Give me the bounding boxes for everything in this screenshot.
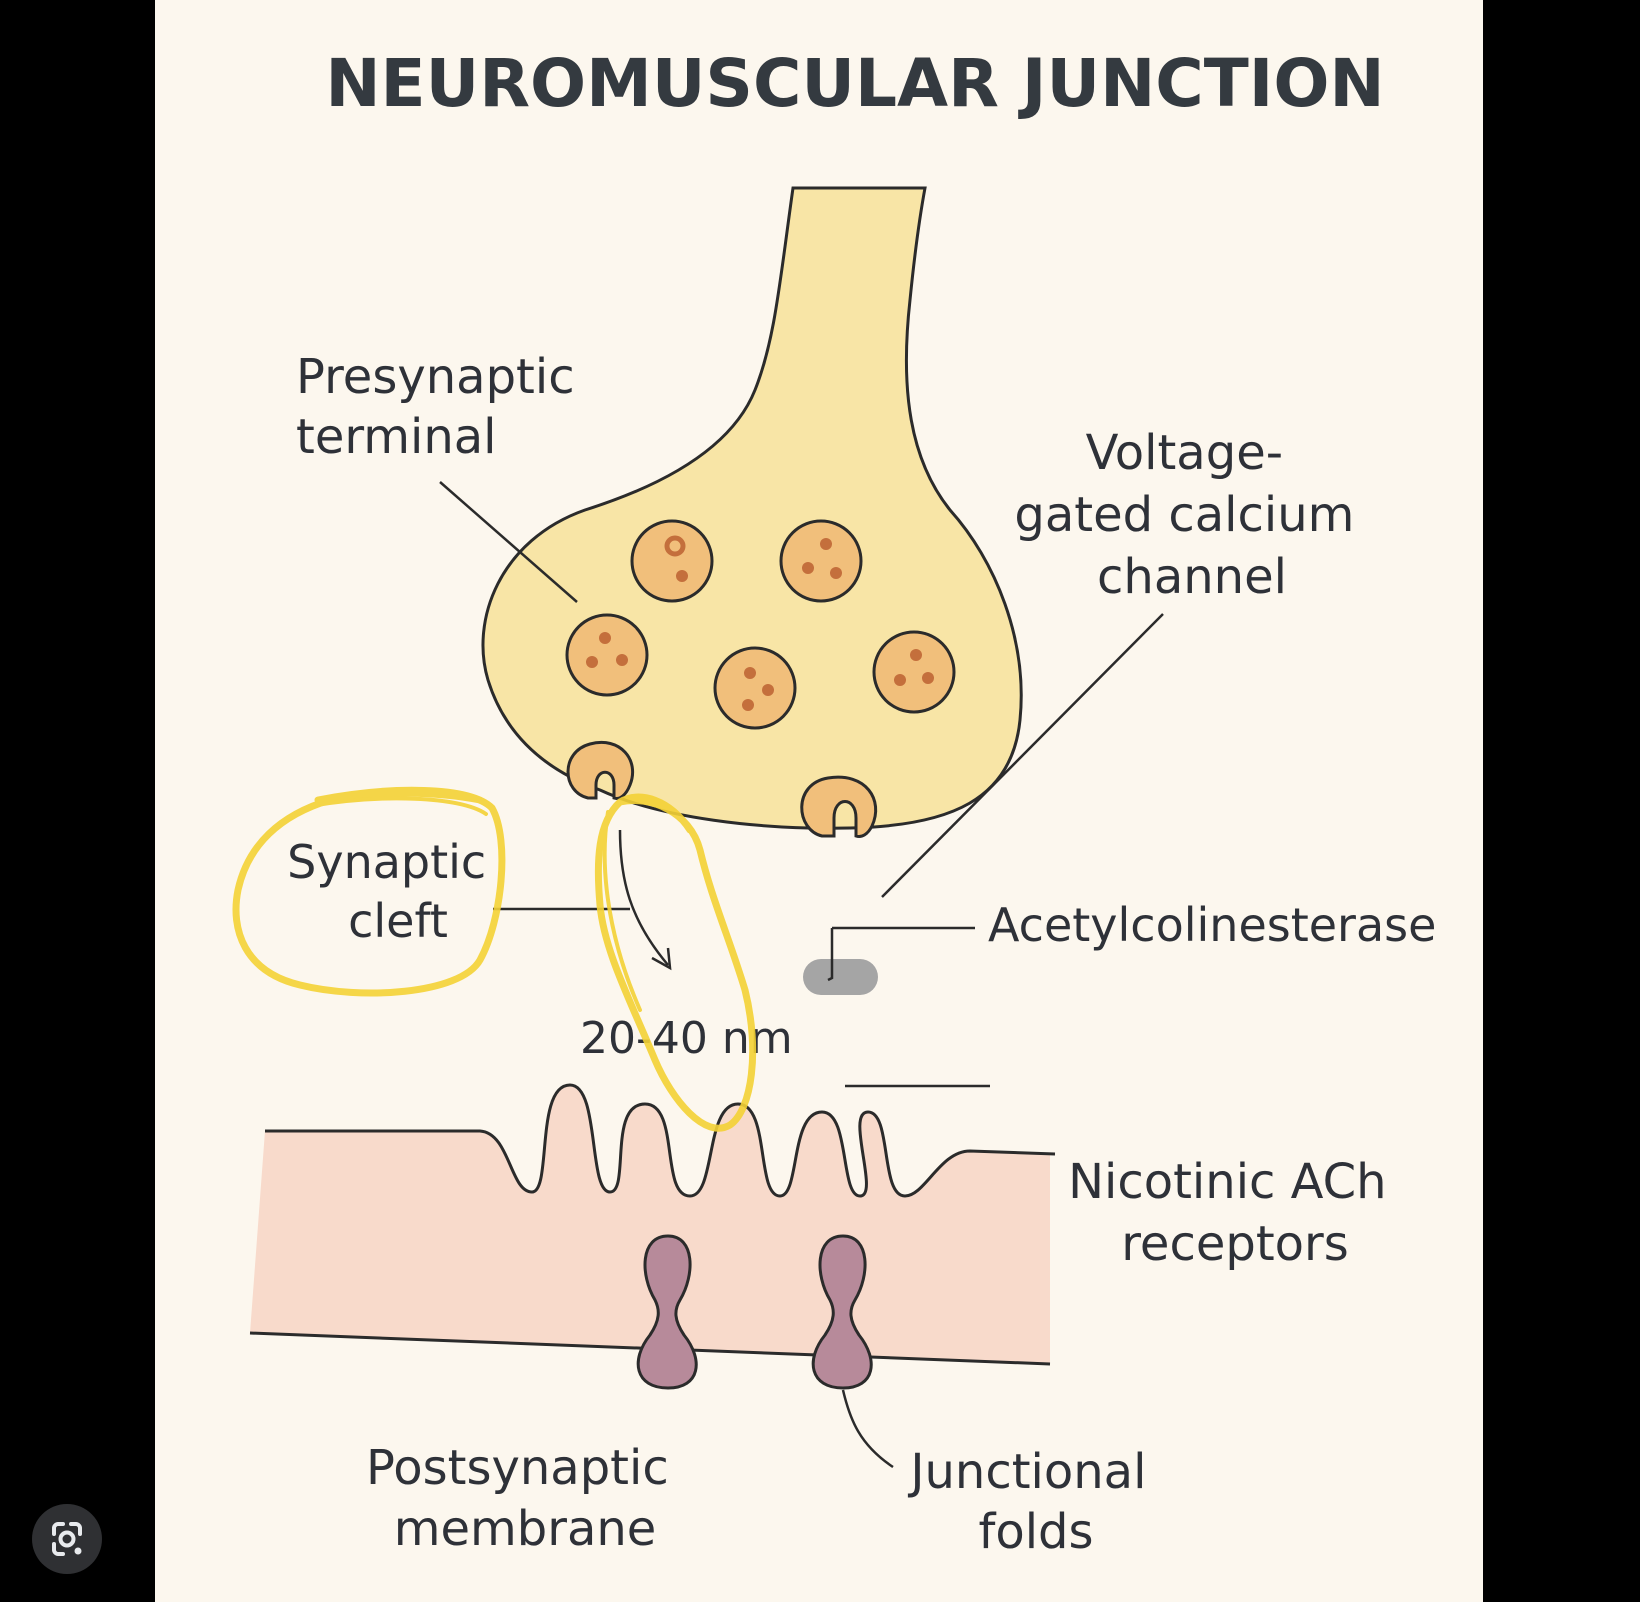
synaptic-vesicle <box>779 519 863 603</box>
label-acetylcholinesterase: Acetylcolinesterase <box>988 898 1436 952</box>
cleft-arrow <box>618 829 669 966</box>
acetylcholinesterase-leader-line <box>827 926 975 982</box>
calcium-channel-leader-line <box>881 613 1164 898</box>
postsynaptic-membrane-outline-top <box>265 1083 1056 1198</box>
fusing-vesicle <box>800 775 878 838</box>
right-border <box>1483 0 1640 1602</box>
synaptic-vesicle <box>713 646 797 730</box>
synaptic-vesicle <box>565 613 649 697</box>
cleft-arrow-head <box>651 947 672 971</box>
diagram-title: NEUROMUSCULAR JUNCTION <box>325 45 1384 122</box>
fusing-vesicle <box>566 741 635 800</box>
label-cleft-width: 20-40 nm <box>580 1013 793 1064</box>
nicotinic-ach-receptor <box>636 1234 698 1390</box>
highlight-annotation <box>232 786 506 997</box>
synaptic-vesicle <box>630 519 714 603</box>
label-synaptic-cleft: Synaptic cleft <box>287 835 501 948</box>
label-presynaptic-terminal: Presynaptic terminal <box>296 349 590 465</box>
highlight-annotation <box>594 793 757 1132</box>
google-lens-button[interactable] <box>32 1504 102 1574</box>
synaptic-vesicle <box>872 630 956 714</box>
acetylcholinesterase-enzyme <box>803 959 878 995</box>
google-lens-icon <box>52 1522 82 1556</box>
label-junctional-folds: Junctional folds <box>907 1444 1161 1560</box>
junctional-folds-leader-line <box>841 1389 894 1469</box>
left-border <box>0 0 155 1602</box>
label-nicotinic-ach-receptors: Nicotinic ACh receptors <box>1068 1154 1402 1272</box>
label-voltage-gated-calcium-channel: Voltage- gated calcium channel <box>1014 425 1369 605</box>
nicotinic-ach-receptor <box>811 1234 873 1390</box>
presynaptic-leader-line <box>439 481 578 603</box>
label-postsynaptic-membrane: Postsynaptic membrane <box>366 1440 684 1557</box>
